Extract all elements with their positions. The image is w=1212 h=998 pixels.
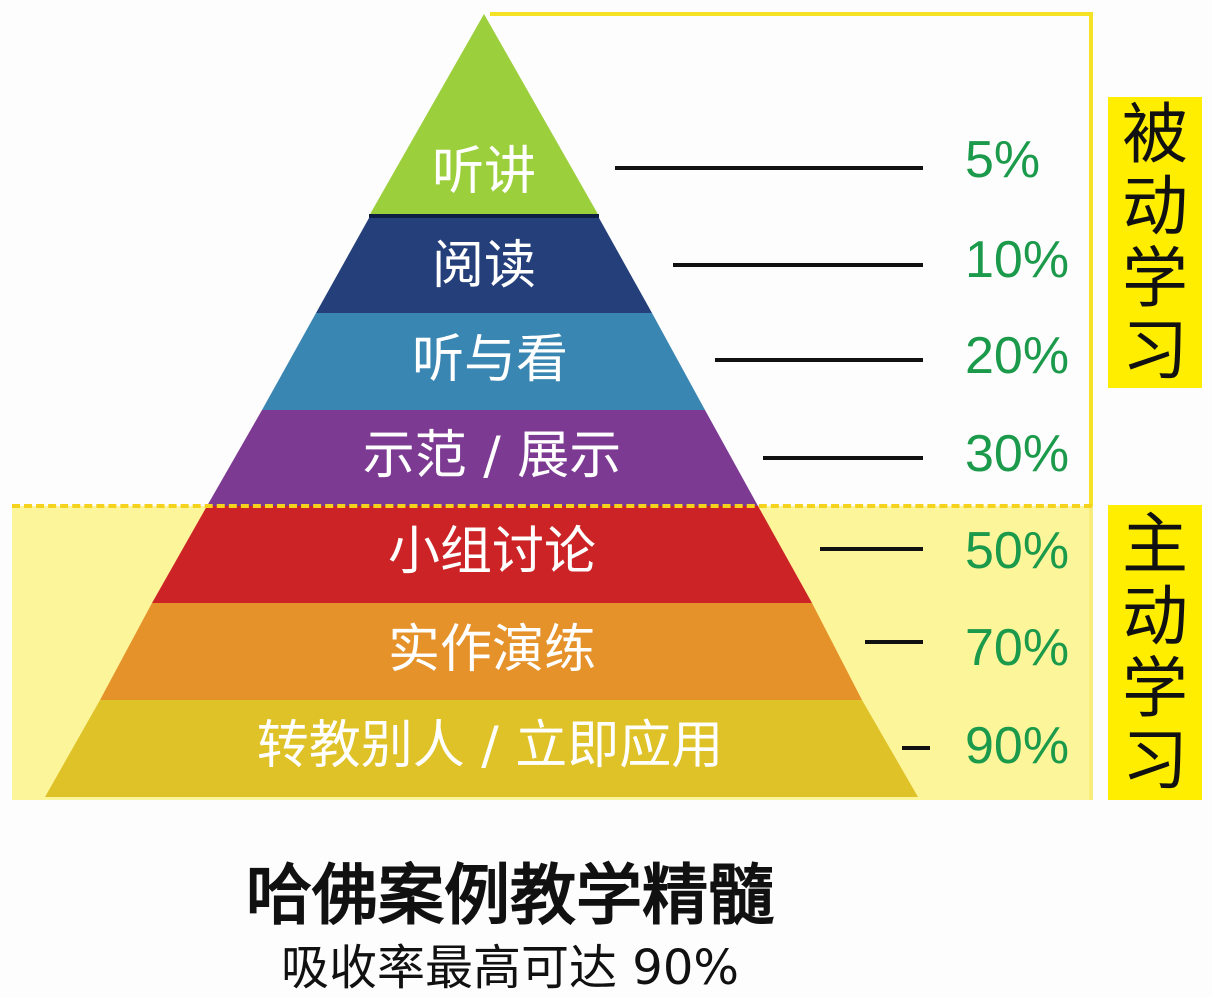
layer-shape-teach-others	[45, 700, 918, 797]
passive-learning-label: 被 动 学 习	[1108, 97, 1202, 388]
connector-line-teach-others	[902, 746, 930, 750]
active-learning-label: 主 动 学 习	[1108, 505, 1202, 800]
active-label-char: 学	[1122, 649, 1188, 727]
layer-label-discussion: 小组讨论	[387, 522, 597, 582]
layer-shape-audiovisual	[262, 313, 705, 410]
passive-label-char: 习	[1122, 311, 1188, 389]
percent-listening: 5%	[965, 131, 1041, 189]
layer-label-audiovisual: 听与看	[411, 330, 569, 390]
passive-bracket-top-line	[490, 12, 1092, 16]
active-label-char: 主	[1122, 505, 1188, 583]
connector-line-practice	[865, 640, 923, 644]
percent-teach-others: 90%	[965, 717, 1070, 775]
percent-audiovisual: 20%	[965, 327, 1070, 385]
active-bracket-right-line	[1089, 506, 1093, 800]
connector-line-audiovisual	[715, 358, 923, 362]
layer-shape-practice	[100, 603, 862, 700]
percent-reading: 10%	[965, 231, 1070, 289]
layer-label-reading: 阅读	[431, 236, 537, 296]
layer-label-listening: 听讲	[431, 142, 537, 202]
active-label-char: 习	[1122, 721, 1188, 799]
passive-label-char: 被	[1122, 95, 1188, 173]
layer-shape-discussion	[152, 506, 812, 603]
layer-label-teach-others: 转教别人 / 立即应用	[256, 716, 724, 776]
layer-shape-listening	[369, 14, 599, 216]
connector-line-reading	[673, 263, 923, 267]
passive-active-divider-dashed	[12, 504, 1092, 508]
passive-label-char: 动	[1122, 167, 1188, 245]
layer-shape-reading	[316, 218, 652, 313]
connector-line-discussion	[820, 547, 923, 551]
layer-label-demonstration: 示范 / 展示	[362, 426, 622, 486]
layer-label-practice: 实作演练	[387, 620, 597, 680]
layer-divider	[369, 214, 599, 219]
percent-practice: 70%	[965, 619, 1070, 677]
passive-label-char: 学	[1122, 239, 1188, 317]
connector-line-demonstration	[763, 456, 923, 460]
caption-title: 哈佛案例教学精髓	[246, 857, 774, 934]
passive-bracket-right-line	[1089, 12, 1093, 506]
active-label-char: 动	[1122, 577, 1188, 655]
layer-shape-demonstration	[207, 410, 758, 506]
percent-discussion: 50%	[965, 522, 1070, 580]
caption-subtitle: 吸收率最高可达 90%	[281, 940, 739, 996]
connector-line-listening	[615, 166, 923, 170]
percent-demonstration: 30%	[965, 425, 1070, 483]
